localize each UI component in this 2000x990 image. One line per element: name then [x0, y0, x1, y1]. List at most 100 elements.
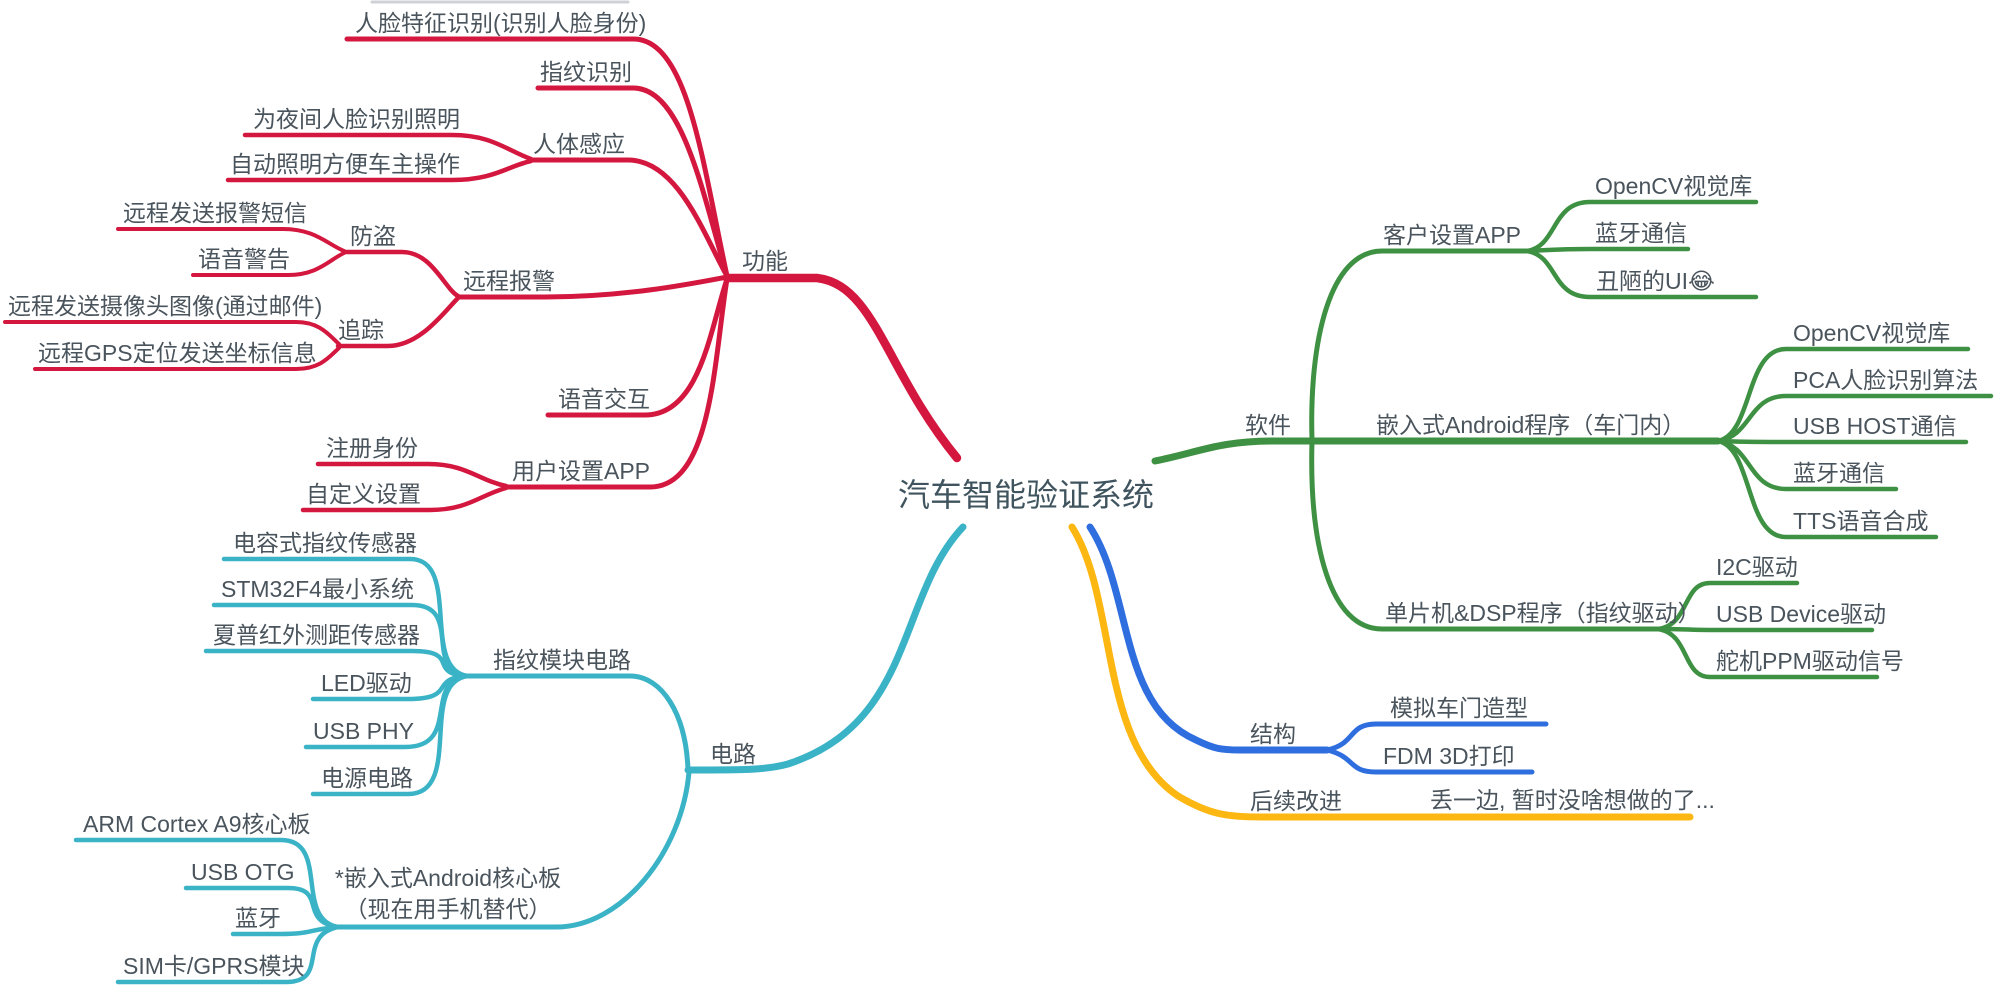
- link-power: [310, 673, 471, 797]
- android-board-line2: （现在用手机替代）: [344, 896, 552, 922]
- node-structure[interactable]: 结构: [1250, 721, 1296, 747]
- branch-cyan: [73, 523, 967, 985]
- link-structure-trunk: [1086, 523, 1331, 754]
- link-night-light: [242, 132, 534, 162]
- link-func-trunk: [722, 273, 962, 463]
- node-remote-camera[interactable]: 远程发送摄像头图像(通过邮件): [8, 293, 323, 319]
- node-tracking[interactable]: 追踪: [338, 317, 384, 343]
- link-opencv-door: [1715, 346, 1971, 444]
- node-sharp-ir-sensor[interactable]: 夏普红外测距传感器: [213, 622, 420, 648]
- node-voice-warning[interactable]: 语音警告: [198, 246, 290, 272]
- link-bt-client: [1524, 246, 1691, 254]
- link-software-trunk: [1151, 437, 1722, 465]
- node-night-lighting[interactable]: 为夜间人脸识别照明: [253, 106, 460, 132]
- node-capacitive-sensor[interactable]: 电容式指纹传感器: [233, 530, 417, 556]
- node-register-identity[interactable]: 注册身份: [326, 435, 418, 461]
- node-root-topic[interactable]: 汽车智能验证系统: [898, 477, 1155, 513]
- node-fdm-3d-print[interactable]: FDM 3D打印: [1383, 743, 1515, 769]
- node-function[interactable]: 功能: [742, 248, 788, 274]
- link-fdm-print: [1324, 747, 1535, 775]
- node-remote-gps[interactable]: 远程GPS定位发送坐标信息: [38, 340, 317, 366]
- link-pca: [1715, 393, 1994, 444]
- link-future-trunk: [1068, 523, 1694, 821]
- link-register-id: [315, 461, 509, 489]
- link-mcu-dsp: [1309, 438, 1661, 632]
- link-circuit-trunk: [684, 523, 967, 774]
- link-anti-theft: [342, 249, 461, 299]
- link-custom-set: [300, 485, 509, 513]
- branch-blue: [1086, 523, 1549, 775]
- node-opencv-client[interactable]: OpenCV视觉库: [1595, 173, 1753, 199]
- link-fingerprint-id: [535, 85, 730, 279]
- branch-green: [1151, 199, 1994, 680]
- link-remote-gps: [33, 346, 341, 371]
- node-mcu-dsp-program[interactable]: 单片机&DSP程序（指纹驱动）: [1385, 600, 1701, 626]
- node-anti-theft[interactable]: 防盗: [350, 223, 396, 249]
- node-software[interactable]: 软件: [1245, 412, 1291, 438]
- node-sim-gprs[interactable]: SIM卡/GPRS模块: [123, 953, 305, 979]
- node-ugly-ui[interactable]: 丑陋的UI😂: [1596, 268, 1715, 294]
- node-stm32f4[interactable]: STM32F4最小系统: [221, 576, 414, 602]
- node-custom-settings[interactable]: 自定义设置: [306, 481, 421, 507]
- link-auto-light: [225, 158, 534, 183]
- link-android-board: [335, 769, 692, 930]
- link-sim-gprs: [115, 924, 341, 985]
- branch-yellow: [1068, 523, 1694, 821]
- link-client-app: [1309, 248, 1530, 443]
- link-voice-warn: [191, 251, 346, 277]
- link-remote-alarm: [455, 274, 730, 300]
- node-power-circuit[interactable]: 电源电路: [321, 765, 413, 791]
- link-i2c: [1655, 580, 1800, 632]
- node-opencv-door[interactable]: OpenCV视觉库: [1793, 320, 1951, 346]
- node-face-recognition[interactable]: 人脸特征识别(识别人脸身份): [355, 10, 647, 36]
- node-circuit[interactable]: 电路: [710, 741, 756, 767]
- link-usb-device: [1655, 626, 1875, 633]
- node-arm-cortex-a9[interactable]: ARM Cortex A9核心板: [83, 811, 311, 837]
- node-embedded-android-program[interactable]: 嵌入式Android程序（车门内）: [1376, 412, 1686, 438]
- link-ugly-ui: [1524, 248, 1759, 300]
- link-face-id: [344, 36, 730, 279]
- node-voice-interaction[interactable]: 语音交互: [558, 386, 650, 412]
- android-board-line1: *嵌入式Android核心板: [334, 865, 562, 891]
- link-user-app: [505, 276, 730, 490]
- link-alarm-sms: [116, 227, 346, 253]
- node-i2c-driver[interactable]: I2C驱动: [1716, 554, 1798, 580]
- link-voice-interact: [545, 276, 730, 418]
- node-usb-phy[interactable]: USB PHY: [313, 718, 414, 744]
- node-user-settings-app[interactable]: 用户设置APP: [512, 458, 651, 484]
- node-future-note[interactable]: 丢一边, 暂时没啥想做的了...: [1430, 787, 1715, 813]
- link-tracking: [335, 295, 461, 349]
- link-fp-circuit: [465, 673, 691, 773]
- node-led-driver[interactable]: LED驱动: [321, 670, 412, 696]
- node-bluetooth-client[interactable]: 蓝牙通信: [1595, 220, 1687, 246]
- branch-red: [3, 36, 962, 513]
- node-embedded-android-board[interactable]: *嵌入式Android核心板 （现在用手机替代）: [332, 863, 564, 925]
- link-sharp-ir: [203, 648, 471, 679]
- link-door-model: [1324, 721, 1549, 753]
- node-usb-host[interactable]: USB HOST通信: [1793, 413, 1957, 439]
- link-tts: [1715, 438, 1939, 540]
- node-door-model[interactable]: 模拟车门造型: [1390, 695, 1528, 721]
- node-fingerprint-module-circuit[interactable]: 指纹模块电路: [493, 647, 631, 673]
- node-auto-lighting[interactable]: 自动照明方便车主操作: [230, 151, 460, 177]
- node-body-sensing[interactable]: 人体感应: [533, 131, 625, 157]
- node-pca-face-algorithm[interactable]: PCA人脸识别算法: [1793, 367, 1979, 393]
- link-usb-host: [1715, 438, 1969, 445]
- node-future-improvement[interactable]: 后续改进: [1250, 788, 1342, 814]
- node-bluetooth-door[interactable]: 蓝牙通信: [1793, 460, 1885, 486]
- link-stm32: [211, 602, 471, 679]
- node-alarm-sms[interactable]: 远程发送报警短信: [123, 200, 307, 226]
- link-remote-camera: [3, 320, 341, 346]
- link-servo-ppm: [1655, 626, 1880, 680]
- node-usb-otg[interactable]: USB OTG: [191, 859, 295, 885]
- node-usb-device-driver[interactable]: USB Device驱动: [1716, 601, 1886, 627]
- node-remote-alarm[interactable]: 远程报警: [463, 268, 555, 294]
- node-bluetooth-board[interactable]: 蓝牙: [235, 905, 281, 931]
- link-usb-otg: [183, 885, 341, 930]
- node-servo-ppm[interactable]: 舵机PPM驱动信号: [1716, 648, 1904, 674]
- node-tts[interactable]: TTS语音合成: [1793, 508, 1929, 534]
- node-fingerprint-recognition[interactable]: 指纹识别: [540, 59, 632, 85]
- node-client-settings-app[interactable]: 客户设置APP: [1383, 222, 1522, 248]
